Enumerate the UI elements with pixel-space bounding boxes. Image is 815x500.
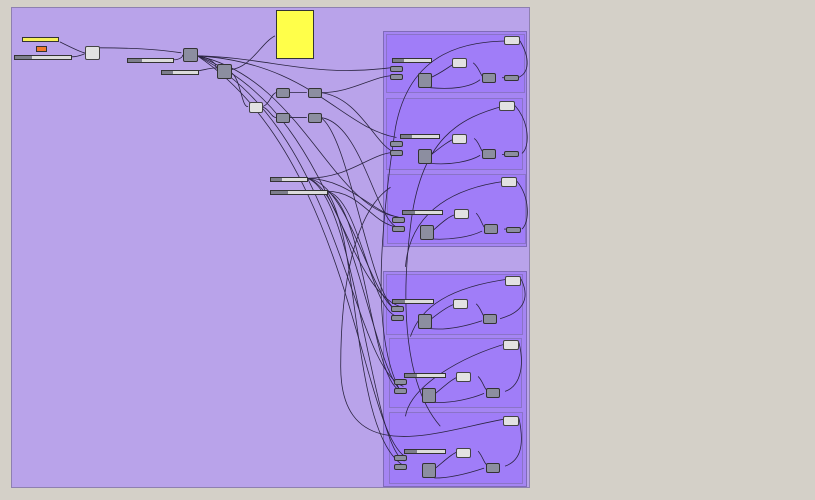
slider-grip-icon[interactable] <box>401 135 413 138</box>
node-light[interactable] <box>249 102 263 113</box>
node-dark[interactable] <box>394 379 407 385</box>
number-slider[interactable] <box>270 190 328 195</box>
number-slider[interactable] <box>404 373 446 378</box>
boolean-toggle[interactable] <box>22 37 59 42</box>
node-dark[interactable] <box>420 225 434 240</box>
node-light[interactable] <box>501 177 517 187</box>
node-light[interactable] <box>504 36 520 45</box>
number-slider[interactable] <box>402 210 443 215</box>
node-light[interactable] <box>454 209 469 219</box>
node-dark[interactable] <box>394 464 407 470</box>
node-dark[interactable] <box>486 388 500 398</box>
node-dark[interactable] <box>482 149 496 159</box>
number-slider[interactable] <box>404 449 446 454</box>
node-dark[interactable] <box>418 314 432 329</box>
node-dark[interactable] <box>183 48 198 62</box>
node-dark[interactable] <box>486 463 500 473</box>
node-dark[interactable] <box>482 73 496 83</box>
node-dark[interactable] <box>484 224 498 234</box>
node-light[interactable] <box>499 101 515 111</box>
node-dark[interactable] <box>390 150 403 156</box>
node-dark[interactable] <box>391 306 404 312</box>
slider-grip-icon[interactable] <box>271 178 282 181</box>
node-dark[interactable] <box>276 88 290 98</box>
slider-grip-icon[interactable] <box>128 59 142 62</box>
number-slider[interactable] <box>127 58 174 63</box>
node-dark[interactable] <box>422 463 436 478</box>
slider-grip-icon[interactable] <box>405 374 417 377</box>
number-slider[interactable] <box>392 299 434 304</box>
slider-grip-icon[interactable] <box>162 71 173 74</box>
node-editor-canvas[interactable] <box>11 7 530 488</box>
node-light[interactable] <box>85 46 100 60</box>
node-light[interactable] <box>452 58 467 68</box>
node-dark[interactable] <box>391 315 404 321</box>
slider-grip-icon[interactable] <box>271 191 288 194</box>
node-light[interactable] <box>503 340 519 350</box>
slider-grip-icon[interactable] <box>393 59 405 62</box>
node-dark[interactable] <box>422 388 436 403</box>
node-dark[interactable] <box>392 217 405 223</box>
node-dark[interactable] <box>504 75 519 81</box>
number-slider[interactable] <box>400 134 440 139</box>
number-slider[interactable] <box>392 58 432 63</box>
node-dark[interactable] <box>390 66 403 72</box>
number-slider[interactable] <box>14 55 72 60</box>
node-dark[interactable] <box>418 149 432 164</box>
node-dark[interactable] <box>392 226 405 232</box>
node-dark[interactable] <box>394 388 407 394</box>
note-panel[interactable] <box>276 10 314 59</box>
node-dark[interactable] <box>394 455 407 461</box>
number-slider[interactable] <box>161 70 199 75</box>
node-light[interactable] <box>503 416 519 426</box>
slider-grip-icon[interactable] <box>403 211 415 214</box>
node-dark[interactable] <box>276 113 290 123</box>
node-dark[interactable] <box>217 64 232 79</box>
slider-grip-icon[interactable] <box>15 56 32 59</box>
node-dark[interactable] <box>483 314 497 324</box>
node-dark[interactable] <box>308 113 322 123</box>
node-light[interactable] <box>452 134 467 144</box>
node-dark[interactable] <box>504 151 519 157</box>
slider-grip-icon[interactable] <box>405 450 417 453</box>
node-light[interactable] <box>505 276 521 286</box>
node-dark[interactable] <box>390 74 403 80</box>
node-light[interactable] <box>456 372 471 382</box>
node-dark[interactable] <box>506 227 521 233</box>
boolean-toggle-active[interactable] <box>36 46 47 52</box>
node-dark[interactable] <box>390 141 403 147</box>
node-dark[interactable] <box>418 73 432 88</box>
node-light[interactable] <box>453 299 468 309</box>
number-slider[interactable] <box>270 177 308 182</box>
node-dark[interactable] <box>308 88 322 98</box>
slider-grip-icon[interactable] <box>393 300 405 303</box>
node-light[interactable] <box>456 448 471 458</box>
